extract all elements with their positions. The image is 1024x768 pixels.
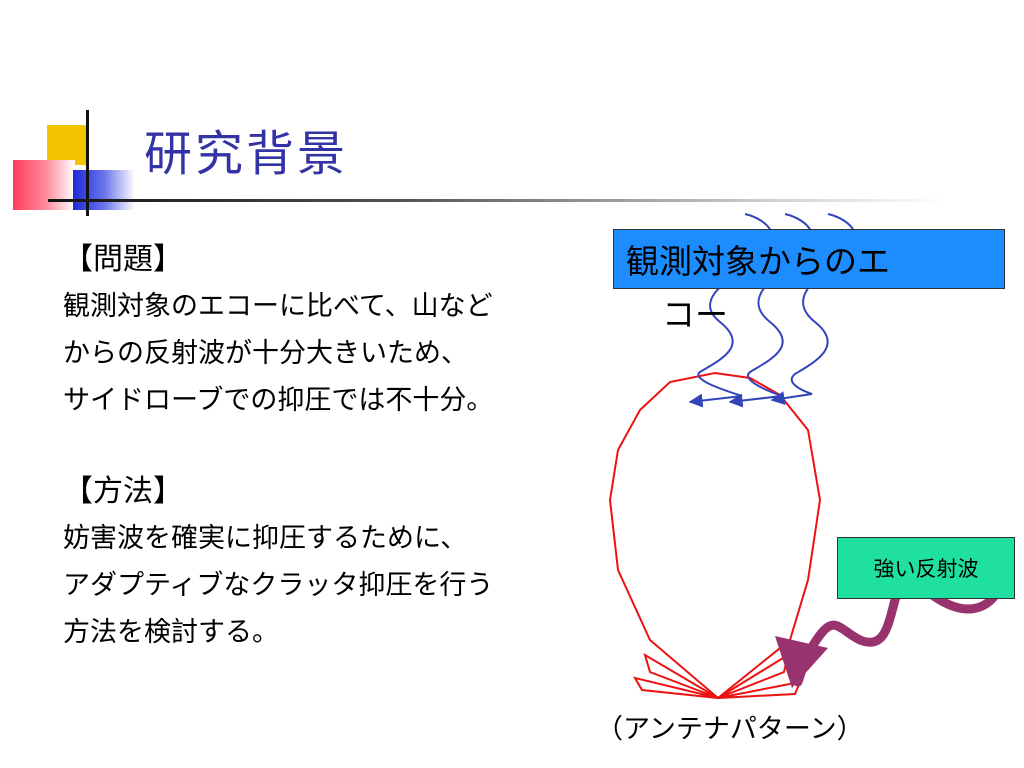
decor-blue-square [73,170,135,210]
problem-heading: 【問題】 [63,242,183,277]
strong-reflection-label: 強い反射波 [837,537,1015,599]
method-line: 妨害波を確実に抑圧するために、 [63,523,468,554]
method-heading: 【方法】 [63,474,183,509]
strong-reflection-arrowhead [775,636,828,688]
antenna-side-lobe-left-outer [632,676,719,699]
echo-label-line: コー [662,295,728,334]
problem-line: 観測対象のエコーに比べて、山など [63,291,493,322]
page-title: 研究背景 [144,126,349,182]
antenna-pattern-caption: （アンテナパターン） [596,714,864,745]
title-underline [48,199,948,202]
antenna-side-lobe-right-outer [717,680,802,699]
method-line: 方法を検討する。 [63,617,279,648]
problem-line: サイドローブでの抑圧では不十分。 [63,385,494,416]
echo-label-line: 観測対象からのエ [626,242,890,281]
method-section: 【方法】 妨害波を確実に抑圧するために、 アダプティブなクラッタ抑圧を行う 方法… [63,468,493,656]
problem-section: 【問題】 観測対象のエコーに比べて、山など からの反射波が十分大きいため、 サイ… [63,236,493,424]
decor-yellow-square [47,125,87,165]
antenna-main-lobe [608,371,822,700]
method-line: アダプティブなクラッタ抑圧を行う [63,570,494,601]
strong-reflection-wave [793,578,1001,687]
problem-line: からの反射波が十分大きいため、 [63,338,468,369]
decor-vertical-line [86,110,89,216]
antenna-side-lobe-left [643,652,719,699]
echo-label-box: 観測対象からのエ コー [613,229,1005,331]
